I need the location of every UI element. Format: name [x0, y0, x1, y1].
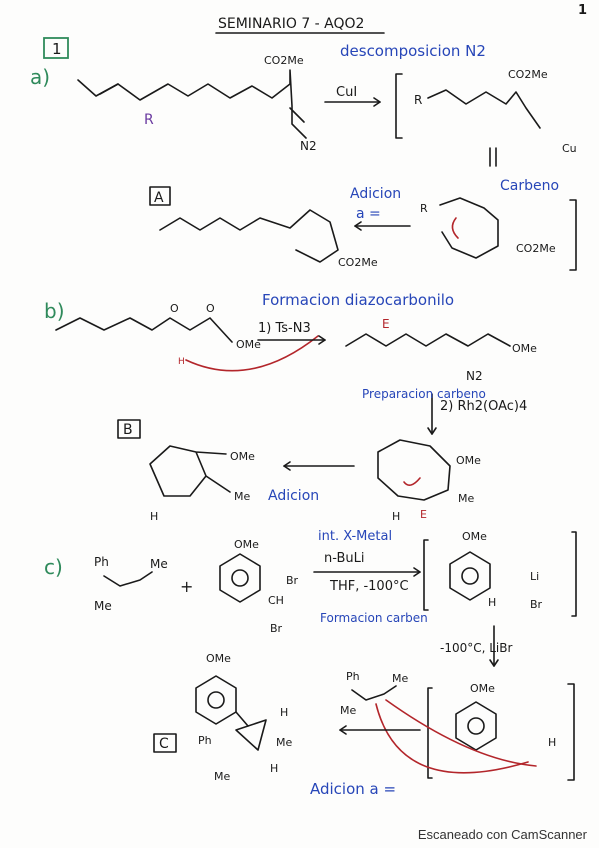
part-c-product-aryl — [195, 675, 237, 725]
part-c-reagent: n-BuLi — [324, 551, 364, 566]
part-c-addition-label: Adicion a = — [310, 780, 396, 798]
svg-text:H: H — [488, 596, 496, 609]
part-b-e-label: E — [382, 317, 390, 331]
svg-text:Br: Br — [270, 622, 283, 635]
part-c-step: -100°C, LiBr — [440, 641, 512, 655]
part-c-header: int. X-Metal — [318, 529, 392, 544]
svg-text:N2: N2 — [466, 369, 483, 383]
svg-text:H: H — [178, 357, 185, 367]
part-a-header: descomposicion N2 — [340, 42, 486, 60]
svg-text:Br: Br — [530, 598, 543, 611]
svg-text:H: H — [270, 762, 278, 775]
part-a-r-label: R — [144, 112, 154, 128]
part-b-step2: 2) Rh2(OAc)4 — [440, 399, 527, 414]
part-c-formation: Formacion carben — [320, 611, 428, 625]
svg-text:Ph: Ph — [346, 670, 360, 683]
svg-text:CO2Me: CO2Me — [508, 68, 548, 81]
svg-text:Me: Me — [234, 490, 250, 503]
svg-text:Me: Me — [150, 557, 168, 571]
svg-text:Me: Me — [340, 704, 356, 717]
svg-text:Me: Me — [458, 492, 474, 505]
part-c-conditions: THF, -100°C — [329, 579, 409, 594]
part-a-carbene-label: Carbeno — [500, 178, 559, 194]
exercise-number: 1 — [52, 40, 62, 58]
part-a-product-box — [149, 186, 171, 206]
part-a-carbene — [439, 197, 499, 259]
svg-text:Ph: Ph — [94, 555, 109, 569]
svg-text:O: O — [170, 302, 179, 315]
part-c-product-cyclopropane — [235, 719, 267, 751]
part-b-prep-label: Preparacion carbeno — [362, 387, 486, 401]
svg-text:Ph: Ph — [198, 734, 212, 747]
part-a-reagent: CuI — [336, 85, 357, 100]
svg-text:OMe: OMe — [470, 682, 495, 695]
part-a-product-label: A — [154, 190, 164, 206]
part-a-co2me: CO2Me — [264, 54, 304, 67]
part-b-header: Formacion diazocarbonilo — [262, 291, 454, 309]
svg-text:H: H — [548, 736, 556, 749]
svg-text:OMe: OMe — [236, 338, 261, 351]
part-b-product-box — [117, 419, 141, 439]
svg-text:CO2Me: CO2Me — [516, 242, 556, 255]
svg-text:OMe: OMe — [462, 530, 487, 543]
svg-text:OMe: OMe — [230, 450, 255, 463]
exercise-box — [43, 37, 69, 59]
part-c-product-box — [153, 733, 177, 753]
svg-text:R: R — [420, 202, 428, 215]
part-b-product — [149, 445, 231, 497]
part-b-addition-label: Adicion — [268, 488, 319, 504]
part-c-product-label: C — [159, 736, 169, 752]
part-a-red-arrow — [451, 217, 459, 239]
scanner-watermark: Escaneado con CamScanner — [417, 827, 587, 842]
part-a-label: a) — [30, 65, 50, 89]
part-a-n2: N2 — [300, 139, 317, 153]
part-b-diazo — [345, 333, 511, 347]
part-b-step1: 1) Ts-N3 — [258, 321, 311, 336]
part-c-alkene — [103, 571, 153, 587]
part-b-label: b) — [44, 299, 65, 323]
page-title: SEMINARIO 7 - AQO2 — [218, 16, 364, 32]
svg-text:H: H — [150, 510, 158, 523]
svg-text:Br: Br — [286, 574, 299, 587]
part-b-carbene — [377, 439, 451, 501]
part-a-cu-intermediate — [427, 89, 541, 129]
part-c-red-arrow-2 — [385, 699, 537, 767]
part-b-product-label: B — [123, 422, 133, 438]
svg-text:H: H — [392, 510, 400, 523]
part-a-cu: Cu — [562, 142, 577, 155]
part-a-addition-eq: a = — [356, 206, 381, 222]
svg-text:CH: CH — [268, 594, 284, 607]
part-a-reactant-chain — [77, 69, 307, 139]
svg-text:R: R — [414, 93, 422, 107]
part-c-carbene — [455, 701, 497, 751]
svg-text:OMe: OMe — [234, 538, 259, 551]
svg-text:Me: Me — [214, 770, 230, 783]
part-c-aryl-bromide — [219, 553, 261, 603]
part-a-product — [159, 209, 339, 263]
part-a-addition-label: Adicion — [350, 186, 401, 202]
svg-text:H: H — [280, 706, 288, 719]
svg-text:+: + — [180, 577, 193, 596]
svg-text:O: O — [206, 302, 215, 315]
svg-text:CO2Me: CO2Me — [338, 256, 378, 269]
svg-text:Me: Me — [392, 672, 408, 685]
part-b-red-arrow — [185, 335, 319, 372]
svg-text:E: E — [420, 508, 427, 521]
svg-text:OMe: OMe — [512, 342, 537, 355]
svg-text:OMe: OMe — [206, 652, 231, 665]
part-c-red-arrow-1 — [375, 703, 529, 774]
part-c-label: c) — [44, 555, 63, 579]
svg-text:Li: Li — [530, 570, 539, 583]
svg-text:Me: Me — [94, 599, 112, 613]
svg-text:OMe: OMe — [456, 454, 481, 467]
svg-text:Me: Me — [276, 736, 292, 749]
part-c-li-intermediate — [449, 551, 491, 601]
part-b-reactant — [55, 317, 233, 343]
page-number: 1 — [578, 3, 587, 18]
